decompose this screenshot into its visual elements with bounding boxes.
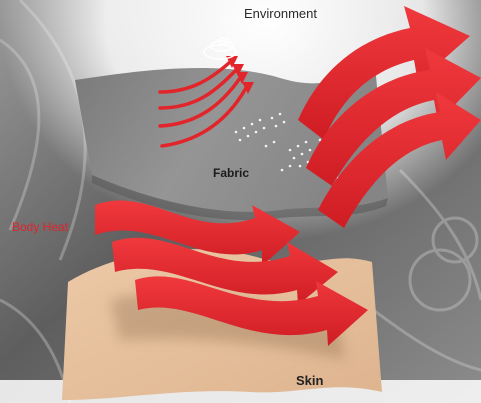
body-heat-label: Body Heat: [12, 220, 68, 234]
fabric-label: Fabric: [213, 166, 249, 180]
skin-label: Skin: [296, 373, 323, 388]
environment-label: Environment: [244, 6, 317, 21]
